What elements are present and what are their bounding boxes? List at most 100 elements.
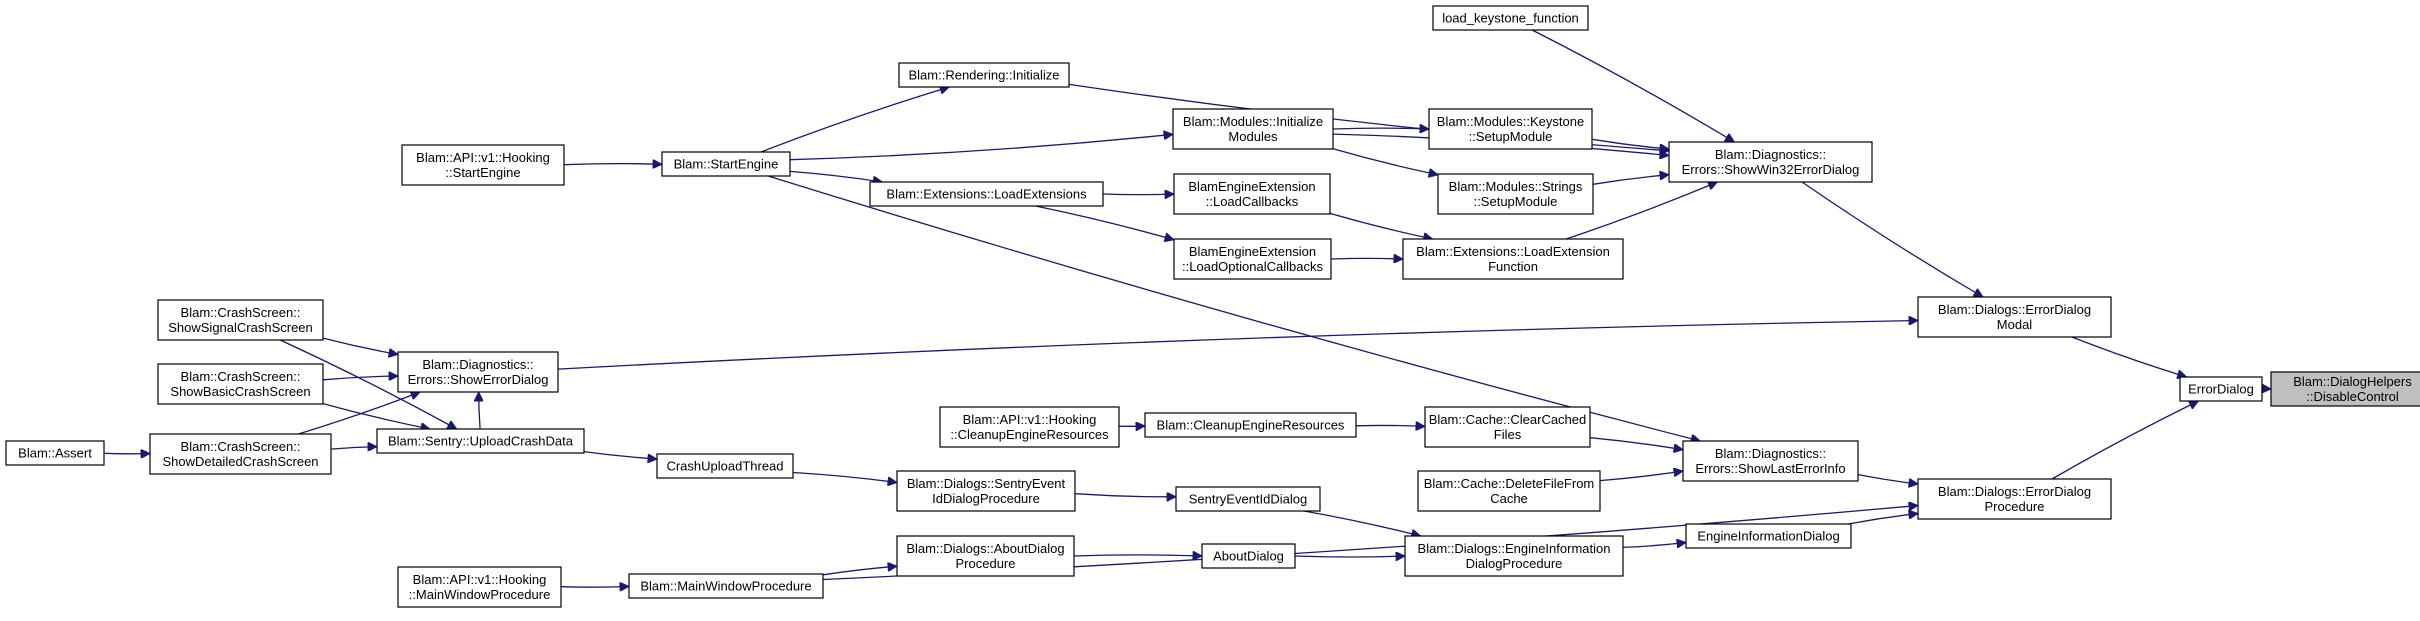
node-label: ShowBasicCrashScreen (170, 384, 310, 399)
node-box (1917, 296, 2112, 338)
node-label: Blam::API::v1::Hooking (963, 412, 1097, 427)
node-box (1173, 238, 1332, 280)
node-show-signal-crash[interactable]: Blam::CrashScreen::ShowSignalCrashScreen (157, 299, 324, 341)
node-label: Blam::Modules::Strings (1449, 179, 1583, 194)
edge-show_basic_crash-to-upload_crash_data (322, 402, 430, 429)
node-cleanup-engine-resources[interactable]: Blam::CleanupEngineResources (1144, 412, 1357, 438)
node-label: Blam::Dialogs::EngineInformation (1418, 541, 1611, 556)
node-label: ::LoadCallbacks (1206, 194, 1299, 209)
edge-upload_crash_data-to-crash_upload_thread (583, 450, 657, 459)
node-label: Blam::Diagnostics:: (422, 357, 533, 372)
node-label: Errors::ShowErrorDialog (408, 372, 549, 387)
node-label: BlamEngineExtension (1188, 179, 1315, 194)
node-box (2270, 371, 2420, 407)
node-box (157, 299, 324, 341)
edge-load_optional_callbacks-to-load_extension_function (1330, 258, 1403, 259)
node-label: ::DisableControl (2306, 389, 2399, 404)
node-load-extensions[interactable]: Blam::Extensions::LoadExtensions (869, 181, 1104, 207)
node-box (397, 351, 559, 393)
node-label: Errors::ShowWin32ErrorDialog (1682, 162, 1860, 177)
node-engine-information-dialog[interactable]: EngineInformationDialog (1685, 523, 1852, 549)
node-label: Blam::Dialogs::AboutDialog (906, 541, 1064, 556)
node-show-detailed-crash[interactable]: Blam::CrashScreen::ShowDetailedCrashScre… (149, 433, 332, 475)
nodes-layer: Blam::DialogHelpers::DisableControlError… (5, 5, 2420, 608)
node-label: AboutDialog (1213, 549, 1284, 564)
node-hooking-start-engine[interactable]: Blam::API::v1::Hooking::StartEngine (401, 144, 565, 186)
node-box (1424, 406, 1591, 448)
edge-modules_initialize-to-keystone_setup (1332, 128, 1429, 129)
node-box (1417, 470, 1601, 512)
node-about-dialog[interactable]: AboutDialog (1201, 543, 1296, 569)
node-show-last-error-info[interactable]: Blam::Diagnostics::Errors::ShowLastError… (1682, 440, 1859, 482)
node-disable-control[interactable]: Blam::DialogHelpers::DisableControl (2270, 371, 2420, 407)
node-hooking-main-window-procedure[interactable]: Blam::API::v1::Hooking::MainWindowProced… (397, 566, 562, 608)
node-crash-upload-thread[interactable]: CrashUploadThread (656, 453, 794, 479)
node-box (896, 535, 1075, 577)
node-show-error-dialog[interactable]: Blam::Diagnostics::Errors::ShowErrorDial… (397, 351, 559, 393)
node-load-keystone-function[interactable]: load_keystone_function (1432, 5, 1589, 31)
node-box (898, 62, 1070, 88)
edge-start_engine-to-modules_initialize (789, 134, 1173, 161)
node-label: Blam::Cache::ClearCached (1429, 412, 1587, 427)
node-label: BlamEngineExtension (1189, 244, 1316, 259)
edge-about_dialog-to-engine_information_dialog_procedure (1294, 556, 1405, 557)
node-label: Modal (1997, 317, 2033, 332)
edge-load_keystone_function-to-show_win32_error_dialog (1531, 29, 1734, 143)
edge-error_dialog_procedure-to-error_dialog (2051, 400, 2199, 480)
node-label: ShowDetailedCrashScreen (162, 454, 318, 469)
edge-assert-to-show_detailed_crash (103, 453, 150, 454)
node-sentry-event-id-dialog-procedure[interactable]: Blam::Dialogs::SentryEventIdDialogProced… (896, 470, 1076, 512)
node-hooking-cleanup[interactable]: Blam::API::v1::Hooking::CleanupEngineRes… (939, 406, 1120, 448)
edge-modules_initialize-to-strings_setup (1332, 148, 1438, 175)
edge-main_window_procedure-to-about_dialog_procedure (822, 566, 897, 576)
edge-load_callbacks-to-load_extension_function (1329, 212, 1433, 239)
node-box (628, 573, 824, 599)
node-strings-setup[interactable]: Blam::Modules::Strings::SetupModule (1437, 173, 1594, 215)
node-engine-information-dialog-procedure[interactable]: Blam::Dialogs::EngineInformationDialogPr… (1404, 535, 1624, 577)
node-start-engine[interactable]: Blam::StartEngine (661, 151, 791, 177)
node-label: Blam::MainWindowProcedure (640, 579, 811, 594)
edge-sentry_event_id_dialog-to-engine_information_dialog_procedure (1303, 510, 1421, 536)
node-box (939, 406, 1120, 448)
edge-upload_crash_data-to-show_error_dialog (479, 392, 480, 430)
node-label: ::LoadOptionalCallbacks (1182, 259, 1323, 274)
node-upload-crash-data[interactable]: Blam::Sentry::UploadCrashData (376, 428, 585, 454)
node-box (896, 470, 1076, 512)
node-error-dialog[interactable]: ErrorDialog (2179, 376, 2263, 402)
node-label: Procedure (1985, 499, 2045, 514)
node-box (1201, 543, 1296, 569)
edge-hooking_main_window_procedure-to-main_window_procedure (560, 586, 629, 587)
node-load-callbacks[interactable]: BlamEngineExtension::LoadCallbacks (1173, 173, 1331, 215)
node-rendering-initialize[interactable]: Blam::Rendering::Initialize (898, 62, 1070, 88)
node-label: Blam::Modules::Initialize (1183, 114, 1323, 129)
node-box (1668, 141, 1873, 183)
node-label: ::MainWindowProcedure (409, 587, 551, 602)
node-label: Errors::ShowLastErrorInfo (1695, 461, 1845, 476)
node-label: Blam::Rendering::Initialize (908, 68, 1059, 83)
node-box (1432, 5, 1589, 31)
node-keystone-setup[interactable]: Blam::Modules::Keystone::SetupModule (1428, 108, 1593, 150)
node-label: Blam::CleanupEngineResources (1157, 418, 1345, 433)
node-show-basic-crash[interactable]: Blam::CrashScreen::ShowBasicCrashScreen (157, 363, 324, 405)
node-assert[interactable]: Blam::Assert (5, 440, 105, 466)
node-load-optional-callbacks[interactable]: BlamEngineExtension::LoadOptionalCallbac… (1173, 238, 1332, 280)
node-label: SentryEventIdDialog (1189, 492, 1308, 507)
node-box (1685, 523, 1852, 549)
node-main-window-procedure[interactable]: Blam::MainWindowProcedure (628, 573, 824, 599)
node-box (656, 453, 794, 479)
edge-show_win32_error_dialog-to-error_dialog_modal (1801, 181, 1983, 298)
node-box (397, 566, 562, 608)
edge-cleanup_engine_resources-to-clear_cached_files (1355, 425, 1425, 426)
node-show-win32-error-dialog[interactable]: Blam::Diagnostics::Errors::ShowWin32Erro… (1668, 141, 1873, 183)
node-sentry-event-id-dialog[interactable]: SentryEventIdDialog (1175, 486, 1321, 512)
node-box (1404, 535, 1624, 577)
node-label: ErrorDialog (2188, 382, 2254, 397)
node-label: ::CleanupEngineResources (950, 427, 1109, 442)
